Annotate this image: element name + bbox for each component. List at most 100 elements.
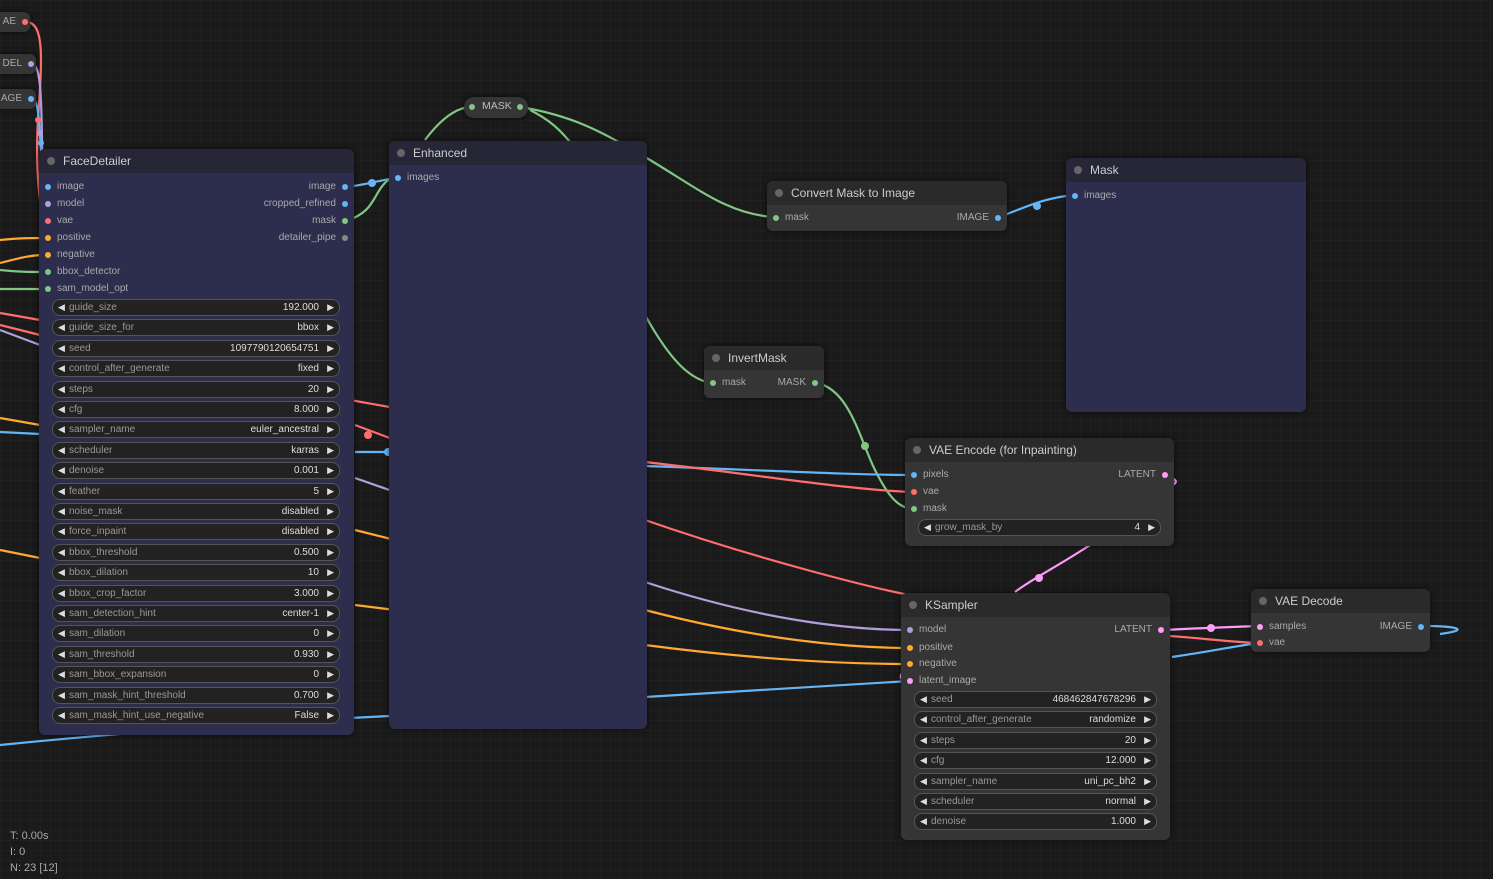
decrement-arrow-icon[interactable]: ◀ — [58, 587, 65, 598]
samples-input-slot[interactable]: samples — [1255, 620, 1306, 634]
mask-output-slot[interactable]: MASK — [778, 376, 820, 390]
collapse-dot[interactable] — [47, 157, 55, 165]
input-dot[interactable] — [45, 286, 51, 292]
mask-input-slot[interactable]: mask — [909, 502, 947, 516]
output-dot[interactable] — [1162, 472, 1168, 478]
input-slot[interactable]: vae — [43, 214, 73, 228]
decrement-arrow-icon[interactable]: ◀ — [58, 302, 65, 312]
decrement-arrow-icon[interactable]: ◀ — [58, 546, 65, 557]
decrement-arrow-icon[interactable]: ◀ — [920, 714, 927, 725]
collapse-dot[interactable] — [1074, 166, 1082, 174]
output-dot[interactable] — [1158, 627, 1164, 633]
image-output-slot[interactable]: IMAGE — [957, 211, 1003, 225]
input-dot[interactable] — [907, 645, 913, 651]
output-dot[interactable] — [28, 61, 34, 67]
input-dot[interactable] — [1257, 640, 1263, 646]
collapse-dot[interactable] — [1259, 597, 1267, 605]
vae-input-slot[interactable]: vae — [1255, 636, 1285, 650]
convert-mask-node[interactable]: Convert Mask to Image mask IMAGE — [767, 181, 1007, 231]
increment-arrow-icon[interactable]: ▶ — [327, 710, 334, 720]
images-input-slot[interactable]: images — [1070, 189, 1116, 203]
input-dot[interactable] — [395, 175, 401, 181]
model-input-slot[interactable]: model — [905, 623, 946, 637]
ksampler-node[interactable]: KSampler model positive negative latent_… — [901, 593, 1170, 840]
increment-arrow-icon[interactable]: ▶ — [327, 322, 334, 333]
increment-arrow-icon[interactable]: ▶ — [327, 465, 334, 476]
input-slot[interactable]: model — [43, 197, 84, 211]
collapse-dot[interactable] — [909, 601, 917, 609]
vae-input-slot[interactable]: vae — [909, 485, 939, 499]
input-dot[interactable] — [773, 215, 779, 221]
increment-arrow-icon[interactable]: ▶ — [327, 302, 334, 312]
collapse-dot[interactable] — [913, 446, 921, 454]
output-dot[interactable] — [995, 215, 1001, 221]
increment-arrow-icon[interactable]: ▶ — [1144, 734, 1151, 745]
increment-arrow-icon[interactable]: ▶ — [327, 628, 334, 639]
node-title-bar[interactable]: Convert Mask to Image — [767, 181, 1007, 205]
input-dot[interactable] — [907, 661, 913, 667]
input-dot[interactable] — [1257, 624, 1263, 630]
input-dot[interactable] — [911, 506, 917, 512]
decrement-arrow-icon[interactable]: ◀ — [920, 816, 927, 827]
input-slot[interactable]: negative — [43, 248, 95, 262]
input-dot[interactable] — [911, 489, 917, 495]
decrement-arrow-icon[interactable]: ◀ — [58, 424, 65, 435]
output-dot[interactable] — [342, 184, 348, 190]
input-dot[interactable] — [45, 201, 51, 207]
latent-image-input-slot[interactable]: latent_image — [905, 674, 976, 688]
node-title-bar[interactable]: VAE Encode (for Inpainting) — [905, 438, 1174, 462]
mask-reroute-node[interactable]: MASK — [464, 97, 528, 118]
output-slot[interactable]: detailer_pipe — [279, 231, 350, 245]
output-dot[interactable] — [28, 96, 34, 102]
output-dot[interactable] — [342, 201, 348, 207]
input-slot[interactable]: positive — [43, 231, 91, 245]
increment-arrow-icon[interactable]: ▶ — [1144, 796, 1151, 806]
decrement-arrow-icon[interactable]: ◀ — [58, 322, 65, 333]
input-dot[interactable] — [710, 380, 716, 386]
reroute-output-dot[interactable] — [517, 104, 523, 110]
increment-arrow-icon[interactable]: ▶ — [327, 404, 334, 414]
collapse-dot[interactable] — [397, 149, 405, 157]
decrement-arrow-icon[interactable]: ◀ — [58, 444, 65, 455]
decrement-arrow-icon[interactable]: ◀ — [920, 775, 927, 786]
output-slot[interactable]: mask — [312, 214, 350, 228]
output-dot[interactable] — [342, 235, 348, 241]
image-output-slot[interactable]: AGE — [1, 92, 36, 106]
reroute-input-dot[interactable] — [469, 104, 475, 110]
decrement-arrow-icon[interactable]: ◀ — [58, 404, 65, 414]
input-dot[interactable] — [911, 472, 917, 478]
decrement-arrow-icon[interactable]: ◀ — [920, 694, 927, 704]
decrement-arrow-icon[interactable]: ◀ — [58, 465, 65, 476]
increment-arrow-icon[interactable]: ▶ — [327, 383, 334, 394]
partial-image-node[interactable]: AGE — [0, 89, 36, 109]
decrement-arrow-icon[interactable]: ◀ — [58, 648, 65, 659]
increment-arrow-icon[interactable]: ▶ — [327, 689, 334, 700]
increment-arrow-icon[interactable]: ▶ — [1144, 755, 1151, 766]
increment-arrow-icon[interactable]: ▶ — [327, 506, 334, 516]
invert-mask-node[interactable]: InvertMask mask MASK — [704, 346, 824, 398]
decrement-arrow-icon[interactable]: ◀ — [924, 522, 931, 532]
increment-arrow-icon[interactable]: ▶ — [327, 363, 334, 374]
increment-arrow-icon[interactable]: ▶ — [327, 485, 334, 496]
decrement-arrow-icon[interactable]: ◀ — [58, 608, 65, 618]
